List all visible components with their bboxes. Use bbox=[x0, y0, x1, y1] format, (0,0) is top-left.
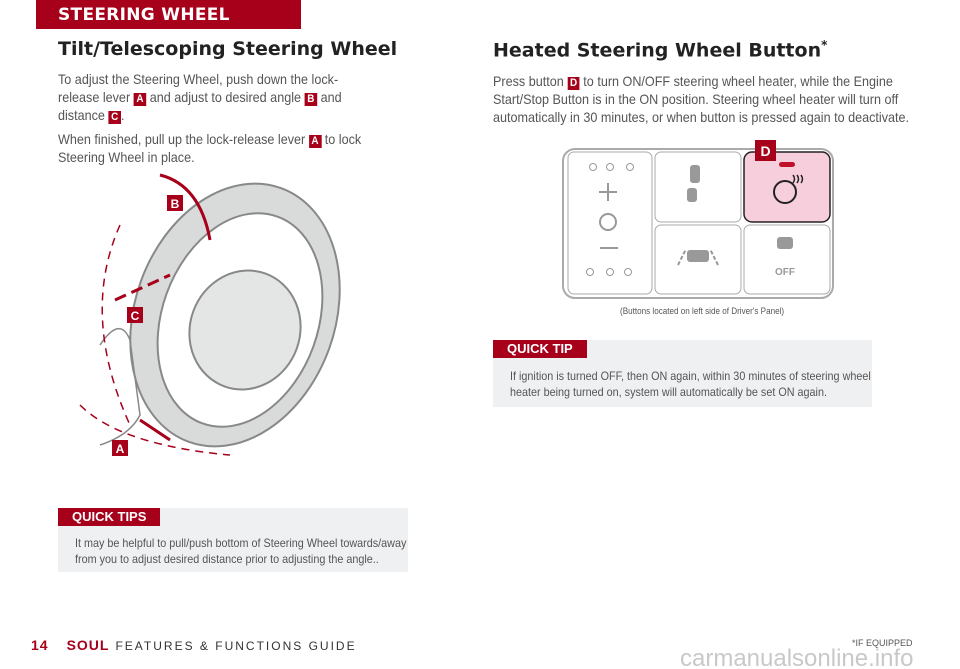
quick-tips-box: QUICK TIPS It may be helpful to pull/pus… bbox=[58, 508, 408, 572]
button-panel: OFF D bbox=[562, 140, 834, 299]
quick-tips-text: It may be helpful to pull/push bottom of… bbox=[75, 536, 407, 566]
indicator-light bbox=[779, 162, 795, 167]
heated-wheel-icon bbox=[773, 180, 797, 204]
model-name: SOUL bbox=[66, 637, 110, 653]
lane-car-icon bbox=[687, 250, 709, 262]
if-equipped-note: *IF EQUIPPED bbox=[852, 638, 913, 648]
esc-off-button bbox=[743, 224, 831, 295]
guide-title: FEATURES & FUNCTIONS GUIDE bbox=[115, 639, 357, 653]
page-number: 14 bbox=[31, 637, 49, 653]
label-d: D bbox=[567, 77, 580, 90]
quick-tip-text: If ignition is turned OFF, then ON again… bbox=[510, 369, 871, 399]
quick-tips-label: QUICK TIPS bbox=[58, 508, 161, 526]
svg-text:B: B bbox=[171, 197, 180, 211]
section-header: STEERING WHEEL CONTROLS bbox=[36, 0, 301, 56]
car-icon bbox=[690, 165, 700, 183]
panel-caption: (Buttons located on left side of Driver'… bbox=[620, 306, 785, 316]
heated-steering-wheel-button bbox=[743, 151, 831, 223]
label-c: C bbox=[108, 111, 121, 124]
tilt-instructions: To adjust the Steering Wheel, push down … bbox=[58, 71, 362, 165]
svg-text:C: C bbox=[131, 309, 140, 323]
heated-instructions: Press button D to turn ON/OFF steering w… bbox=[493, 73, 910, 125]
bulb-icon bbox=[599, 213, 617, 231]
footer: 14 SOUL FEATURES & FUNCTIONS GUIDE bbox=[31, 637, 357, 653]
heated-title: Heated Steering Wheel Button* bbox=[493, 38, 828, 62]
quick-tip-box: QUICK TIP If ignition is turned OFF, the… bbox=[493, 340, 872, 407]
blind-spot-button bbox=[654, 151, 742, 223]
label-a: A bbox=[133, 93, 147, 106]
quick-tip-label: QUICK TIP bbox=[493, 340, 587, 358]
watermark: carmanualsonline.info bbox=[680, 645, 914, 669]
svg-text:A: A bbox=[116, 442, 125, 456]
brightness-button bbox=[567, 151, 653, 295]
svg-text:D: D bbox=[760, 143, 770, 159]
steering-wheel-illustration: B C A bbox=[79, 173, 341, 456]
tilt-title: Tilt/Telescoping Steering Wheel bbox=[58, 38, 398, 60]
svg-text:OFF: OFF bbox=[775, 267, 795, 278]
label-b: B bbox=[304, 93, 318, 106]
skid-car-icon bbox=[777, 237, 793, 249]
